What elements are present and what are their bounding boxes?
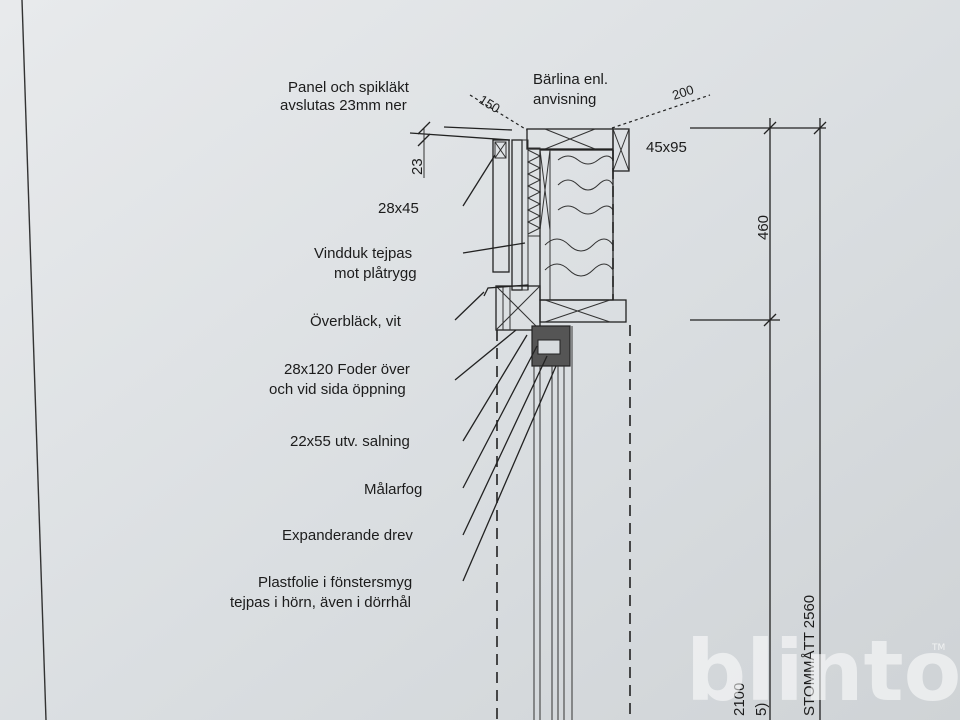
foder-note-line1: 28x120 Foder över <box>284 361 410 378</box>
plastfolie-note-line2: tejpas i hörn, även i dörrhål <box>230 594 411 611</box>
dim-paren-label: 5) <box>753 703 770 716</box>
overblack-label: Överbläck, vit <box>310 312 402 330</box>
drawing-border-line <box>21 0 47 720</box>
angle-200-label: 200 <box>670 82 695 103</box>
watermark-logo: blinto <box>686 622 960 720</box>
dim-2100-label: 2100 <box>731 683 748 716</box>
barlina-note-line1: Bärlina enl. <box>533 71 608 88</box>
vindduk-note-line1: Vindduk tejpas <box>314 245 412 262</box>
dim-460-label: 460 <box>755 215 772 240</box>
drev-label: Expanderande drev <box>282 527 413 544</box>
vindduk-note-line2: mot plåtrygg <box>334 265 417 282</box>
dim-23-marker <box>417 121 431 178</box>
leader-lines <box>409 126 557 582</box>
panel-note-line2: avslutas 23mm ner <box>280 97 407 114</box>
dim-45x95-label: 45x95 <box>646 139 687 156</box>
dim-28x45-label: 28x45 <box>378 200 419 217</box>
wall-section <box>483 128 631 720</box>
salning-label: 22x55 utv. salning <box>290 433 410 450</box>
dim-23-label: 23 <box>409 158 426 175</box>
panel-note-line1: Panel och spikläkt <box>288 79 410 96</box>
foder-note-line2: och vid sida öppning <box>269 381 406 398</box>
watermark-tm: TM <box>931 643 945 653</box>
malarfog-label: Målarfog <box>364 481 422 498</box>
barlina-note-line2: anvisning <box>533 91 596 108</box>
dimension-lines <box>690 118 827 720</box>
stommatt-label: STOMMÅTT 2560 <box>801 595 818 716</box>
plastfolie-note-line1: Plastfolie i fönstersmyg <box>258 574 412 591</box>
